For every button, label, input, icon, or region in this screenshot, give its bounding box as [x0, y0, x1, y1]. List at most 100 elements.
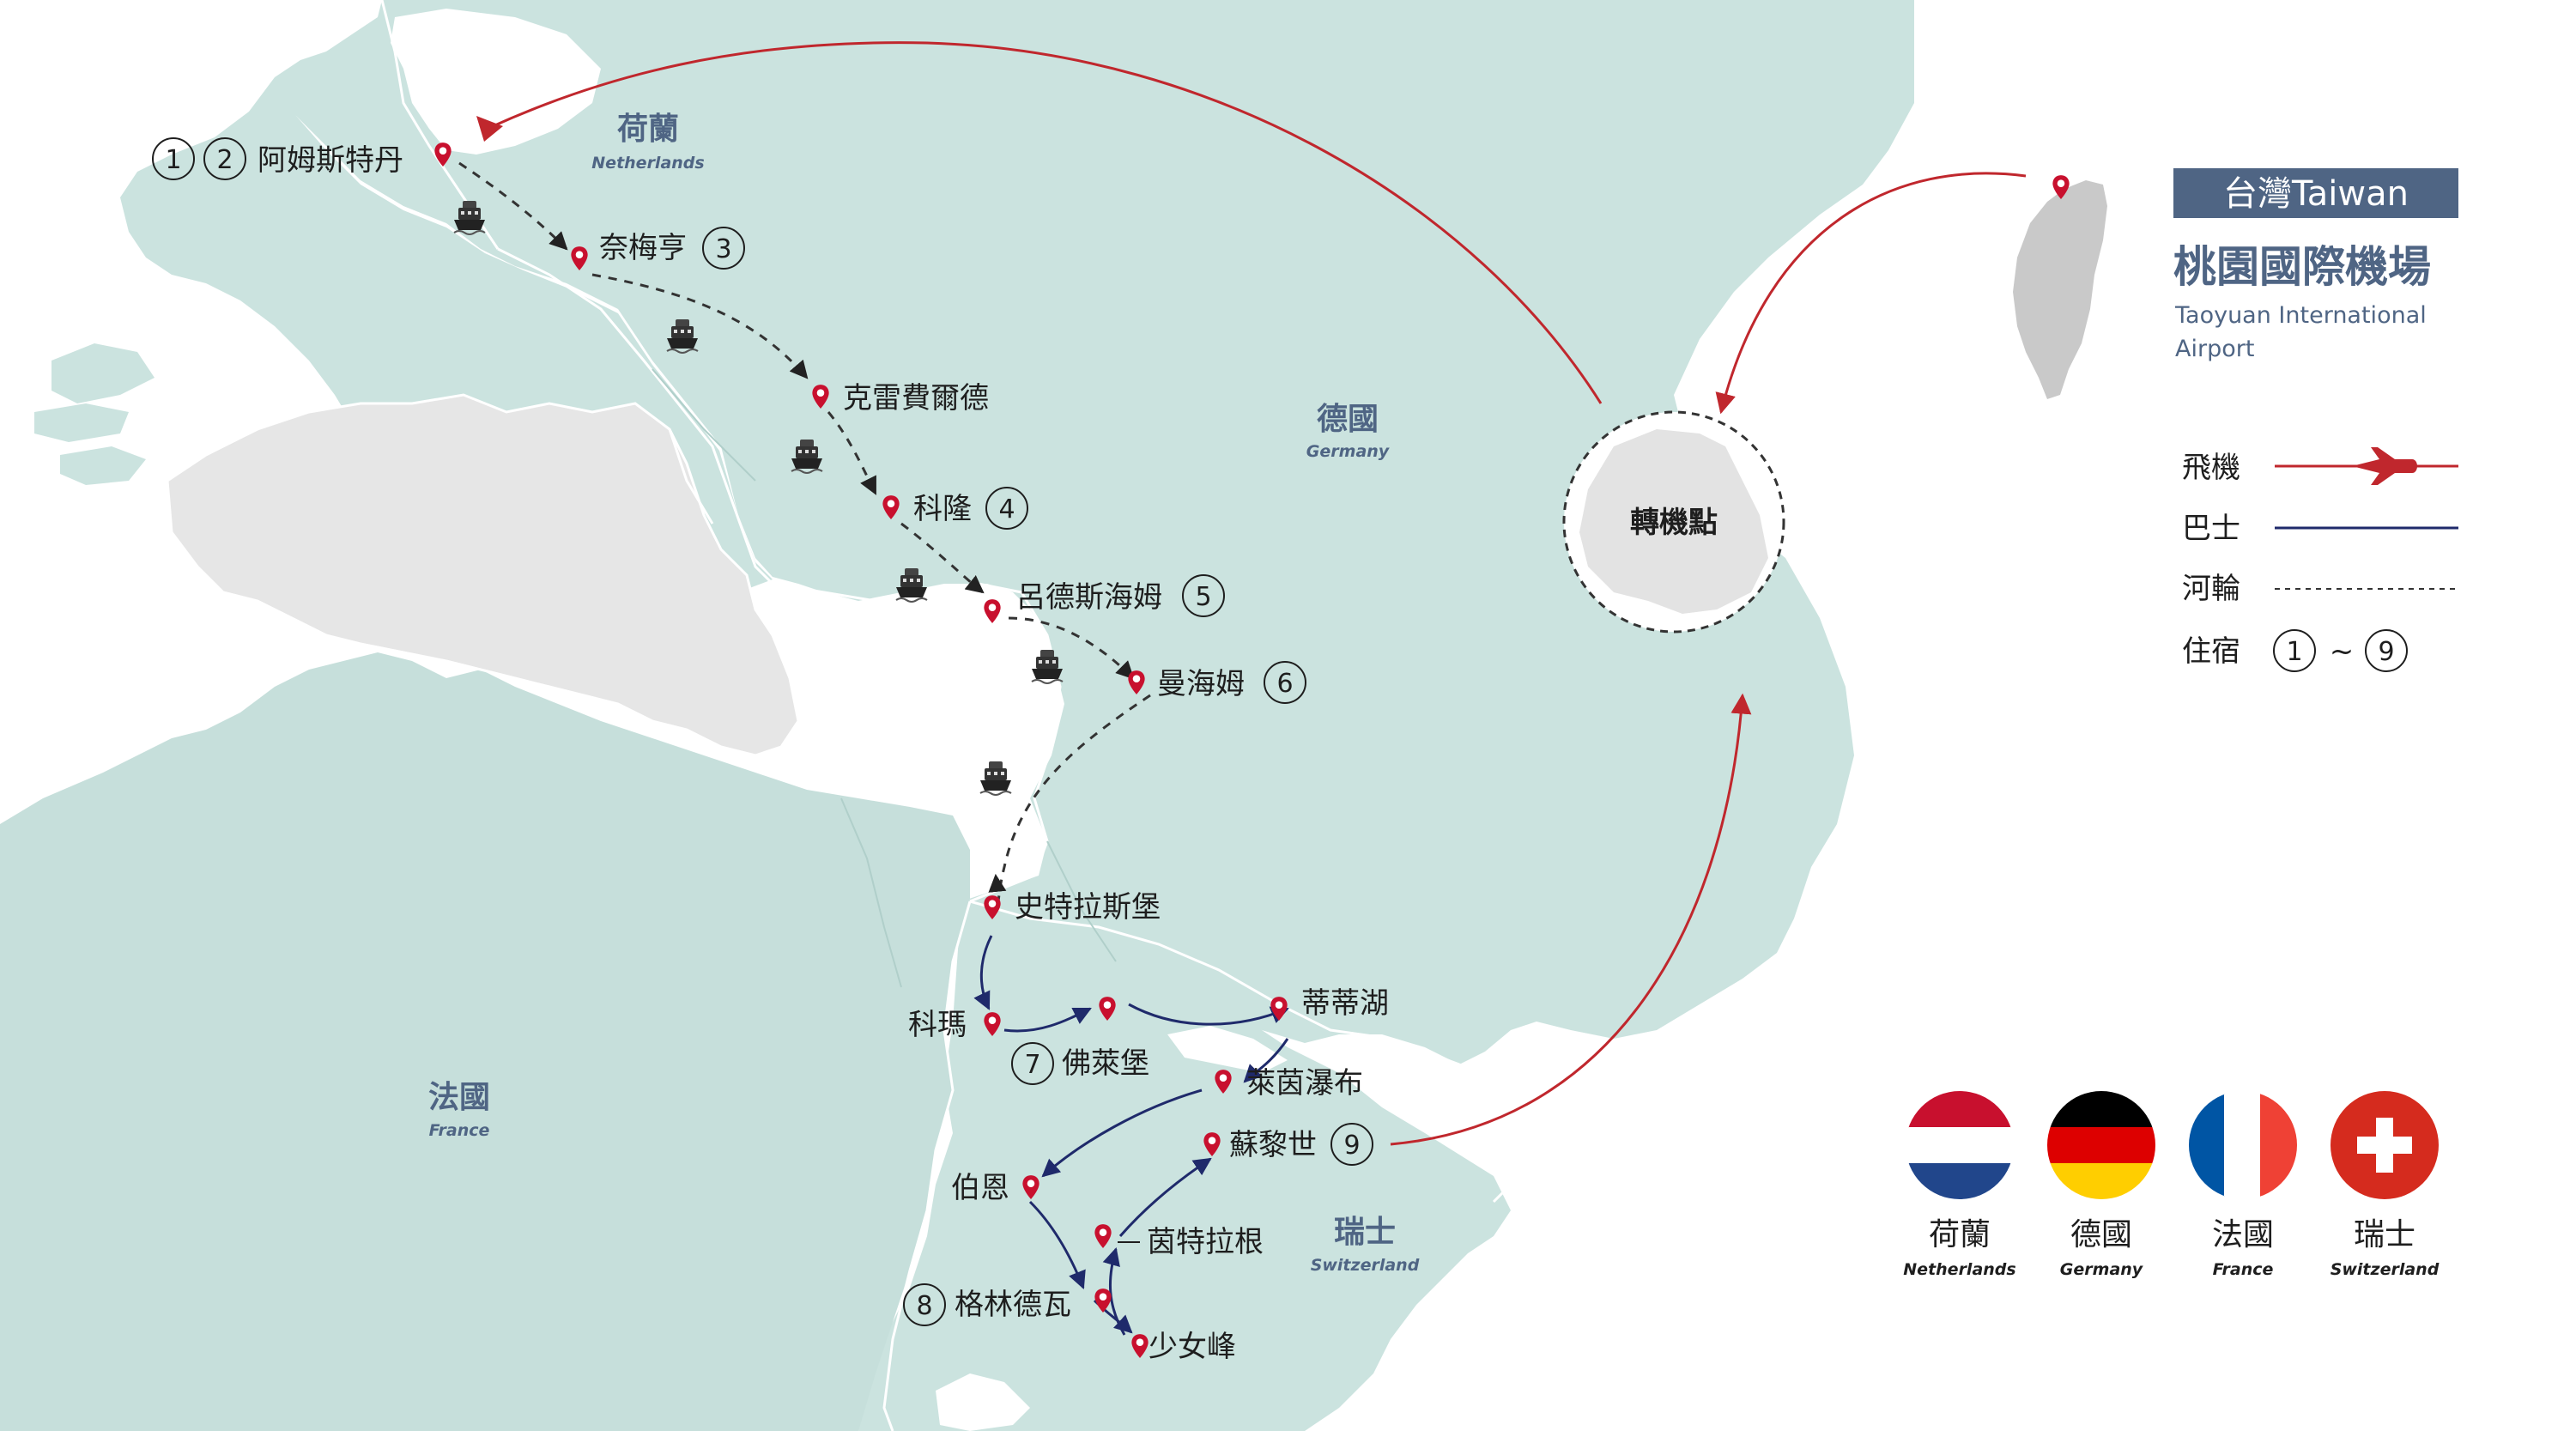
stay-number: 6 [1276, 669, 1293, 699]
stay-badge [1330, 1123, 1373, 1166]
transfer-point: 轉機點 [1562, 410, 1785, 634]
taiwan-inset: 台灣Taiwan 桃園國際機場 Taoyuan International Ai… [2013, 168, 2458, 399]
legend: 飛機 巴士 河輪 住宿 1 ~ 9 [2182, 447, 2458, 672]
flag-netherlands: 荷蘭 Netherlands [1903, 1091, 2016, 1279]
plane-routes [490, 41, 2027, 1146]
city-label: 萊茵瀑布 [1246, 1066, 1363, 1101]
stay-badge [152, 137, 195, 180]
stay-number: 4 [998, 494, 1015, 524]
stop-interlaken: 茵特拉根 [1094, 1224, 1264, 1259]
transfer-label: 轉機點 [1630, 506, 1718, 540]
flight-taipei-to-amsterdam [490, 41, 1603, 404]
stay-badge [1011, 1042, 1054, 1085]
rivers [652, 368, 1117, 988]
stop-bern: 伯恩 [951, 1171, 1039, 1205]
taiwan-title-bar [2173, 168, 2458, 218]
stops: 1 2 阿姆斯特丹 奈梅亨 3 克雷費爾德 科隆 4 呂德斯海姆 [152, 137, 1389, 1364]
stop-rhinefalls: 萊茵瀑布 [1215, 1066, 1363, 1101]
stay-badge [2273, 629, 2316, 672]
stop-grindelwald: 8 格林德瓦 [903, 1283, 1112, 1326]
stay-badge [702, 227, 745, 270]
flag-germany: 德國 Germany [2047, 1091, 2155, 1279]
land-island [52, 343, 155, 403]
country-germany-zh: 德國 [1317, 402, 1379, 437]
flag-label-zh: 瑞士 [2354, 1217, 2415, 1252]
flight-zurich-to-transfer [1390, 693, 1752, 1146]
city-label: 曼海姆 [1157, 667, 1245, 701]
flag-label-zh: 德國 [2070, 1217, 2132, 1252]
taiwan-title: 台灣Taiwan [2223, 174, 2409, 214]
location-pin-icon [984, 599, 1001, 623]
airport-name-en-2: Airport [2175, 336, 2254, 362]
legend-lodging-label: 住宿 [2182, 634, 2240, 669]
stay-badge [1264, 661, 1306, 704]
flags: 荷蘭 Netherlands 德國 Germany 法國 France [1903, 1091, 2440, 1279]
stay-badge [1182, 574, 1225, 617]
legend-bus-label: 巴士 [2182, 512, 2240, 546]
city-label: 史特拉斯堡 [1015, 890, 1161, 925]
stop-strasbourg: 史特拉斯堡 [984, 890, 1161, 925]
stay-number: 5 [1195, 582, 1211, 612]
city-label: 茵特拉根 [1147, 1225, 1264, 1259]
flag-france: 法國 France [2189, 1091, 2297, 1279]
flight-taipei-to-transfer [1715, 172, 2027, 415]
flag-switzerland: 瑞士 Switzerland [2331, 1091, 2440, 1279]
land-switzerland [858, 901, 1511, 1431]
airport-name-zh: 桃園國際機場 [2173, 242, 2431, 292]
country-labels: 荷蘭 Netherlands 德國 Germany 法國 France 瑞士 S… [428, 112, 1420, 1275]
stop-rudesheim: 呂德斯海姆 5 [984, 574, 1225, 623]
stop-colmar: 科瑪 [908, 1008, 1001, 1042]
ship-icon [979, 761, 1012, 796]
land-germany [275, 0, 1914, 1064]
city-label: 格林德瓦 [955, 1288, 1071, 1322]
flag-label-en: Netherlands [1903, 1260, 2015, 1279]
land-france [0, 652, 970, 1431]
land-belgium [166, 393, 800, 757]
bus-routes [973, 935, 1289, 1336]
stay-number: 7 [1024, 1050, 1040, 1080]
stop-krefeld: 克雷費爾德 [812, 381, 989, 415]
stay-number: 8 [916, 1291, 932, 1321]
city-label: 克雷費爾德 [843, 381, 989, 415]
stop-amsterdam: 1 2 阿姆斯特丹 [152, 137, 452, 180]
stop-zurich: 蘇黎世 9 [1203, 1123, 1373, 1166]
stop-nijmegen: 奈梅亨 3 [571, 227, 745, 270]
country-netherlands-zh: 荷蘭 [617, 112, 679, 147]
country-france-zh: 法國 [428, 1080, 490, 1115]
lake-bodensee [1167, 1026, 1288, 1073]
stop-mannheim: 曼海姆 6 [1128, 661, 1306, 704]
country-switzerland-en: Switzerland [1311, 1256, 1420, 1275]
stay-number: 1 [165, 145, 181, 175]
stop-freiburg: 7 佛萊堡 [1011, 997, 1149, 1085]
legend-plane-label: 飛機 [2182, 451, 2240, 485]
city-label: 阿姆斯特丹 [258, 143, 403, 178]
flag-label-zh: 荷蘭 [1929, 1217, 1991, 1252]
stay-badge [903, 1283, 946, 1326]
stay-badge [985, 487, 1028, 530]
plane-arrowhead-amsterdam [476, 116, 503, 142]
city-label: 科隆 [913, 492, 972, 526]
stay-number: 3 [715, 234, 731, 264]
flag-label-en: Germany [2060, 1260, 2144, 1279]
stay-number: 9 [1343, 1131, 1360, 1161]
legend-lodging-to: 9 [2378, 637, 2394, 667]
city-label: 蒂蒂湖 [1301, 986, 1389, 1021]
city-label: 佛萊堡 [1062, 1046, 1149, 1081]
legend-lodging-from: 1 [2286, 637, 2302, 667]
stop-titisee: 蒂蒂湖 [1270, 986, 1389, 1021]
airplane-icon [2352, 447, 2417, 485]
stay-number: 2 [216, 145, 233, 175]
taiwan-shape [2013, 180, 2107, 399]
legend-river-label: 河輪 [2182, 572, 2240, 606]
city-label: 少女峰 [1149, 1330, 1236, 1364]
city-label: 伯恩 [951, 1171, 1009, 1205]
land-island [34, 403, 129, 442]
stop-jungfrau: 少女峰 [1131, 1330, 1236, 1364]
legend-lodging-tilde: ~ [2330, 634, 2355, 669]
city-label: 蘇黎世 [1229, 1128, 1317, 1162]
land-island [60, 446, 146, 485]
country-switzerland-zh: 瑞士 [1334, 1215, 1396, 1250]
stay-badge [2365, 629, 2408, 672]
country-germany-en: Germany [1306, 442, 1391, 461]
